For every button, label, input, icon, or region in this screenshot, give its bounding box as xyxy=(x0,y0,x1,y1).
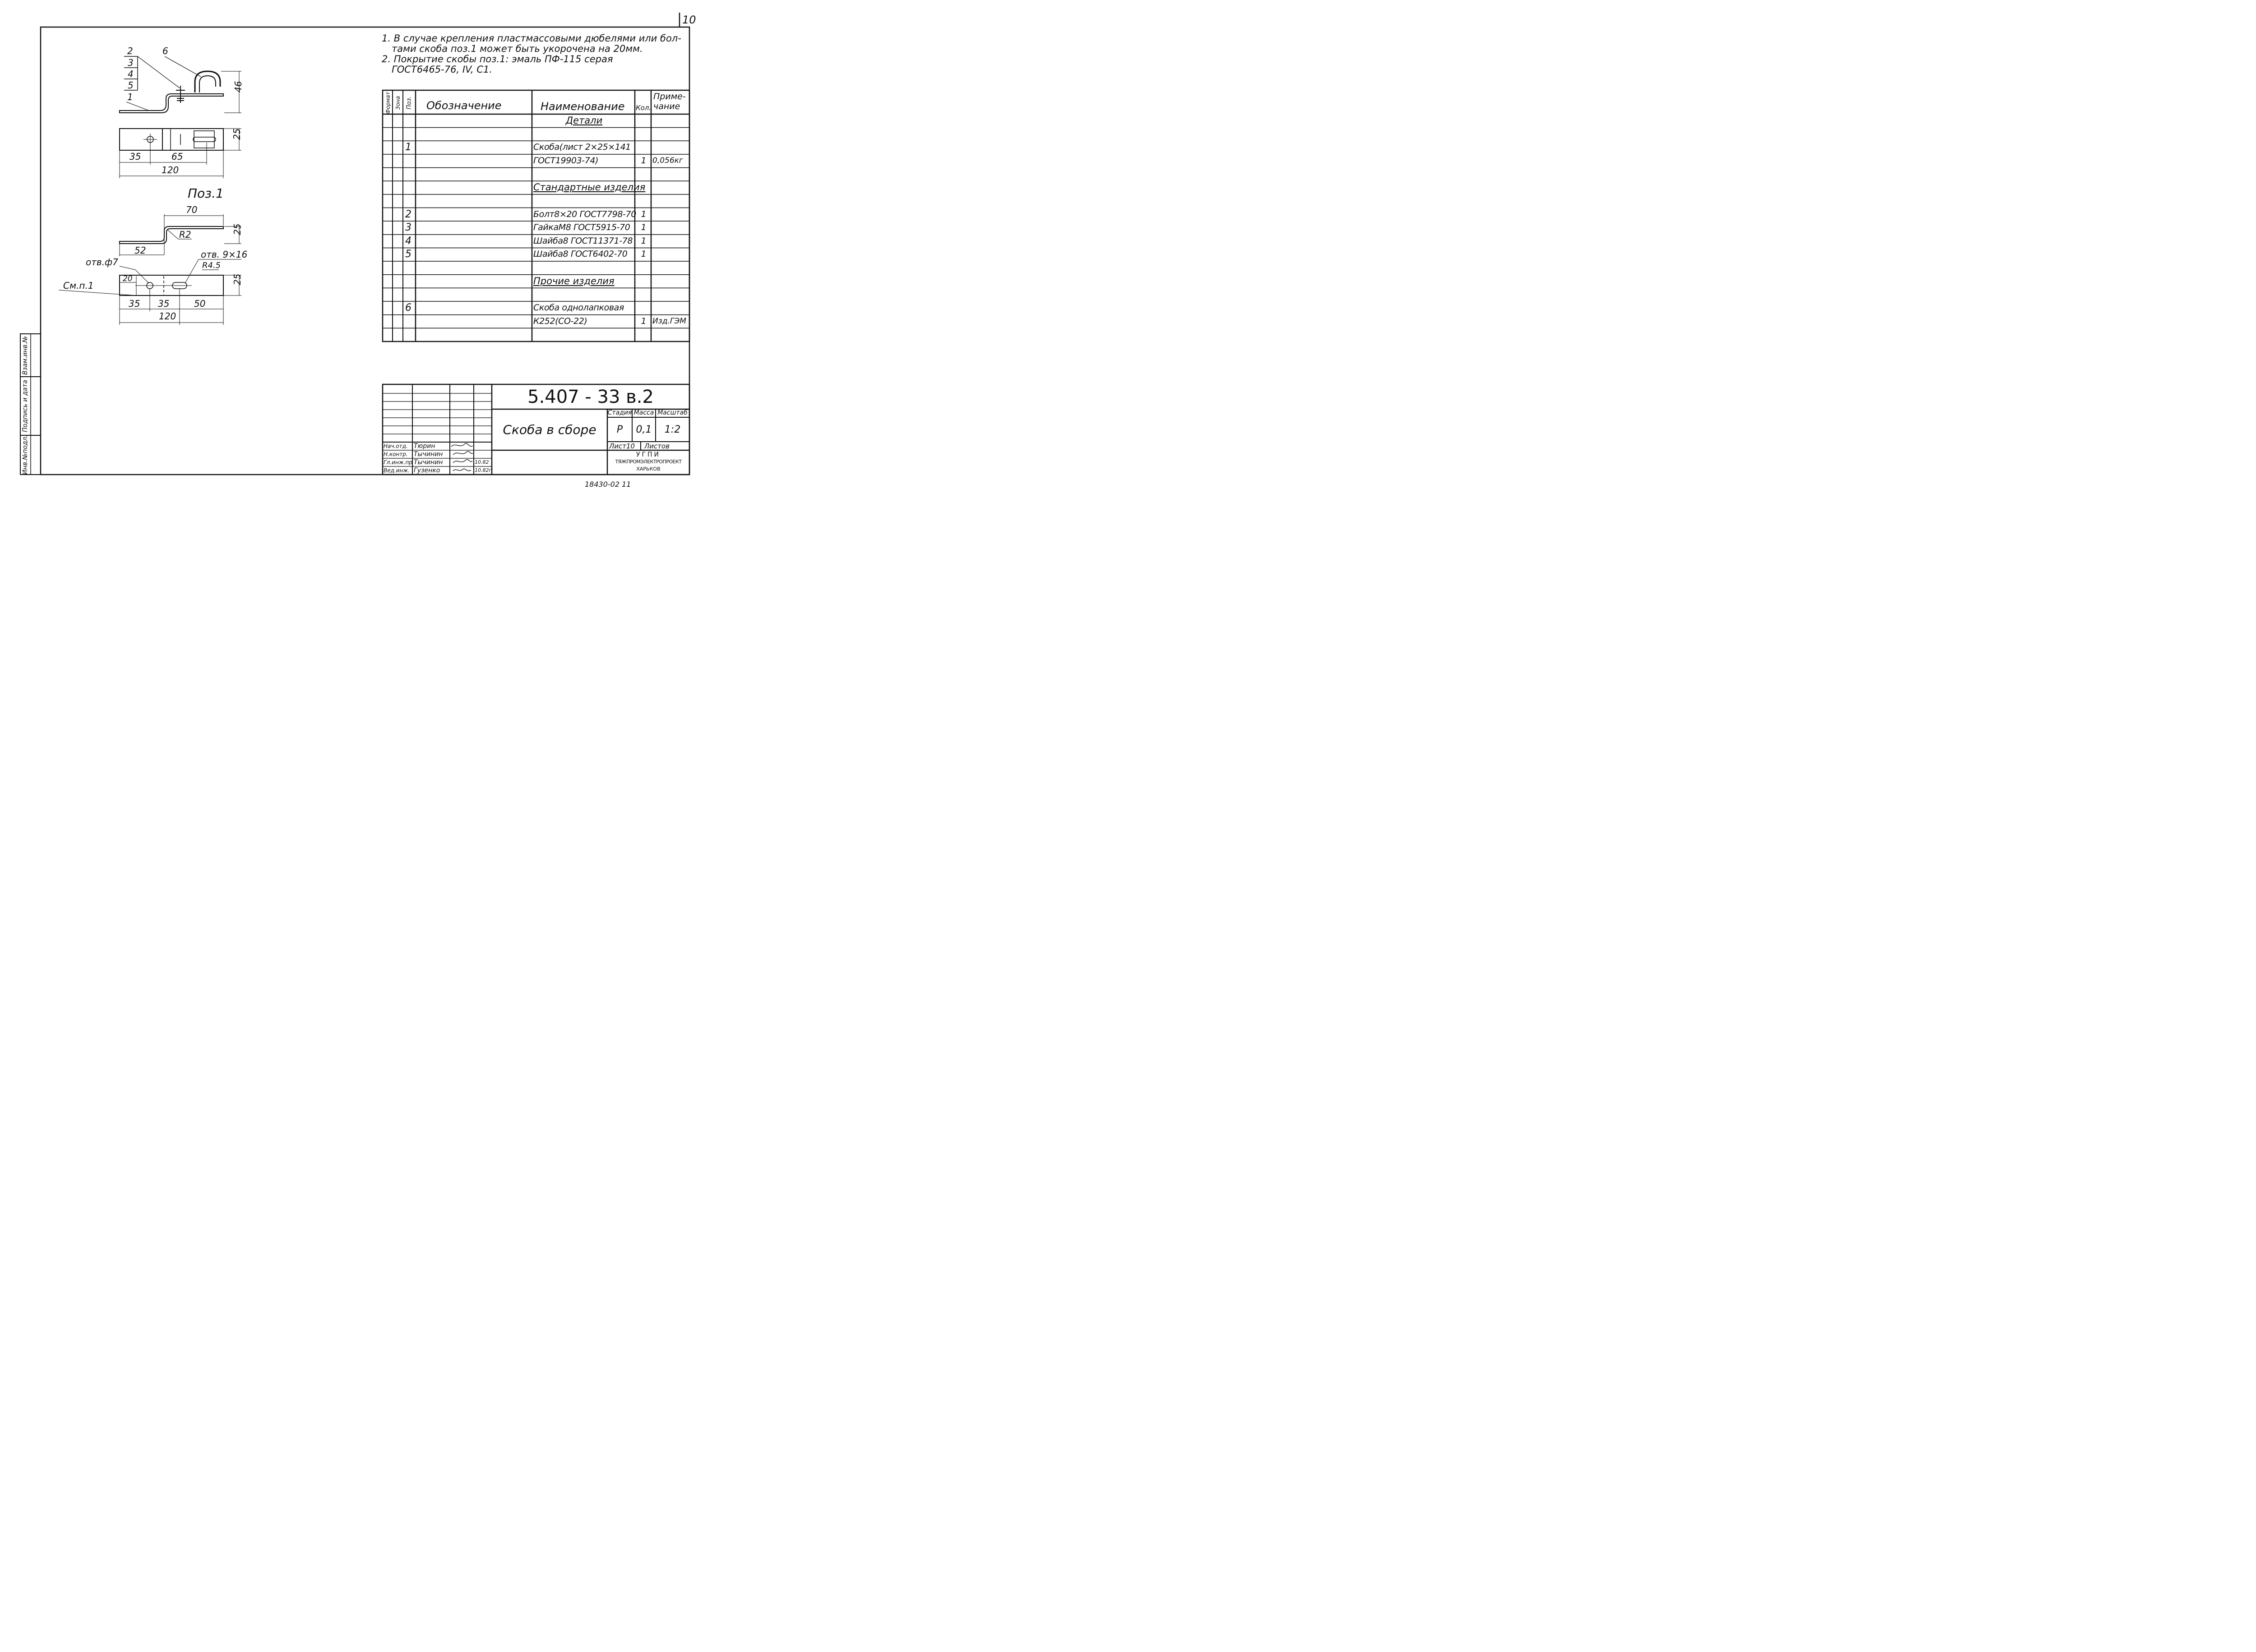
spec-row-pos: 4 xyxy=(405,235,411,247)
callout-4: 4 xyxy=(128,69,134,79)
part-title: Поз.1 xyxy=(188,186,224,201)
spec-row-name: ГайкаМ8 ГОСТ5915-70 xyxy=(533,222,630,233)
notes-block: 1. В случае крепления пластмассовыми дюб… xyxy=(382,33,681,75)
label-scale: Масштаб xyxy=(657,409,688,416)
part-drawing: 70 R2 25 52 отв.ф7 отв. 9×16 R4.5 20 См.… xyxy=(58,204,247,325)
dim-35-a: 35 xyxy=(129,298,140,309)
dim-70: 70 xyxy=(186,204,197,215)
dim-25-plan-part: 25 xyxy=(232,274,243,285)
hole-label: отв.ф7 xyxy=(86,257,118,268)
callout-5: 5 xyxy=(128,80,134,91)
spec-row-note: Изд.ГЭМ xyxy=(652,316,686,326)
label-sheet: Лист10 xyxy=(609,442,635,450)
spec-row-name: Скоба(лист 2×25×141 xyxy=(533,142,631,152)
org-line-3: ХАРЬКОВ xyxy=(636,466,661,472)
spec-section-title: Стандартные изделия xyxy=(533,182,646,193)
signer-name: Тычинин xyxy=(414,459,443,466)
signer-role: Вед.инж. xyxy=(384,467,410,474)
signer-name: Тычинин xyxy=(414,451,443,458)
dim-25-plan: 25 xyxy=(231,129,242,140)
signer-date xyxy=(475,442,492,450)
title-block-grid xyxy=(382,383,690,475)
note-reference: См.п.1 xyxy=(63,280,94,291)
spec-table-grid xyxy=(382,89,690,342)
signer-role: Н.контр. xyxy=(384,451,408,457)
spec-row-name: ГОСТ19903-74) xyxy=(533,155,599,166)
signer-date: 10.82 xyxy=(475,459,489,465)
note-2-line-1: 2. Покрытие скобы поз.1: эмаль ПФ-115 се… xyxy=(382,54,613,65)
value-scale: 1:2 xyxy=(664,424,681,435)
signer-name: Гузенко xyxy=(414,467,440,474)
value-stage: Р xyxy=(616,424,623,435)
spec-row-pos: 6 xyxy=(405,302,411,314)
spec-header-note-line-1: Приме- xyxy=(653,92,686,102)
dim-20: 20 xyxy=(123,274,133,283)
bottom-code: 18430-02 11 xyxy=(585,480,631,489)
dim-52: 52 xyxy=(134,245,146,256)
assembly-drawing: 2 3 4 5 1 6 46 25 35 65 120 xyxy=(119,46,244,178)
dim-25-side: 25 xyxy=(232,224,243,235)
slot-label: отв. 9×16 xyxy=(201,249,247,260)
dim-r4-5: R4.5 xyxy=(202,261,221,270)
spec-row-qty: 1 xyxy=(641,155,647,166)
spec-row-name: Скоба однолапковая xyxy=(533,303,624,313)
signer-date: 10.82г xyxy=(475,467,492,473)
dim-35-b: 35 xyxy=(158,298,169,309)
note-1-line-2: тами скоба поз.1 может быть укорочена на… xyxy=(392,43,643,54)
dim-35-plan: 35 xyxy=(129,151,141,162)
value-mass: 0,1 xyxy=(636,424,652,435)
dim-65-plan: 65 xyxy=(171,151,183,162)
dim-r2: R2 xyxy=(179,229,191,240)
note-2-line-2: ГОСТ6465-76, IV, C1. xyxy=(392,64,493,75)
organization: УГПИ ТЯЖПРОМЭЛЕКТРОПРОЕКТ ХАРЬКОВ xyxy=(607,451,689,473)
spec-row-note: 0,056кг xyxy=(652,156,683,165)
dim-120-plan: 120 xyxy=(162,165,179,175)
label-stage: Стадия xyxy=(607,409,632,416)
spec-row-name: К252(СО-22) xyxy=(533,316,587,326)
spec-row-qty: 1 xyxy=(641,235,647,246)
spec-row-qty: 1 xyxy=(641,249,647,259)
spec-row-qty: 1 xyxy=(641,316,647,326)
spec-section-title: Прочие изделия xyxy=(533,275,615,286)
spec-row-qty: 1 xyxy=(641,222,647,233)
label-sheets: Листов xyxy=(644,442,670,450)
callout-2: 2 xyxy=(127,46,133,56)
spec-row-qty: 1 xyxy=(641,209,647,219)
spec-header-note: Приме- чание xyxy=(653,92,686,111)
org-line-2: ТЯЖПРОМЭЛЕКТРОПРОЕКТ xyxy=(615,459,682,465)
spec-row-name: Болт8×20 ГОСТ7798-70 xyxy=(533,209,636,219)
org-line-1: УГПИ xyxy=(636,451,661,458)
spec-header-name: Наименование xyxy=(541,100,625,113)
page-number: 10 xyxy=(682,14,696,26)
callout-6: 6 xyxy=(162,46,168,56)
signer-role: Гл.инж.пр. xyxy=(384,459,412,466)
spec-header-qty: Кол. xyxy=(636,104,652,112)
dim-46: 46 xyxy=(233,81,244,92)
note-1-line-1: 1. В случае крепления пластмассовыми дюб… xyxy=(382,33,681,44)
signer-role: Нач.отд. xyxy=(384,443,408,449)
drawing-title: Скоба в сборе xyxy=(503,422,596,437)
callout-1: 1 xyxy=(127,92,133,102)
signer-date xyxy=(475,450,492,458)
dim-120-part: 120 xyxy=(159,311,176,322)
spec-row-pos: 5 xyxy=(405,249,411,260)
label-mass: Масса xyxy=(633,409,654,416)
spec-header-note-line-2: чание xyxy=(653,102,680,111)
callout-3: 3 xyxy=(128,57,134,68)
spec-header-designation: Обозначение xyxy=(426,99,502,112)
spec-row-name: Шайба8 ГОСТ6402-70 xyxy=(533,249,628,259)
spec-row-pos: 3 xyxy=(405,222,411,234)
spec-section-title: Детали xyxy=(565,115,603,126)
spec-row-pos: 1 xyxy=(405,142,411,153)
doc-code: 5.407 - 33 в.2 xyxy=(527,386,654,407)
spec-row-name: Шайба8 ГОСТ11371-78 xyxy=(533,235,633,246)
dim-50: 50 xyxy=(194,298,205,309)
signer-name: Тюрин xyxy=(414,443,435,450)
spec-row-pos: 2 xyxy=(405,208,411,220)
